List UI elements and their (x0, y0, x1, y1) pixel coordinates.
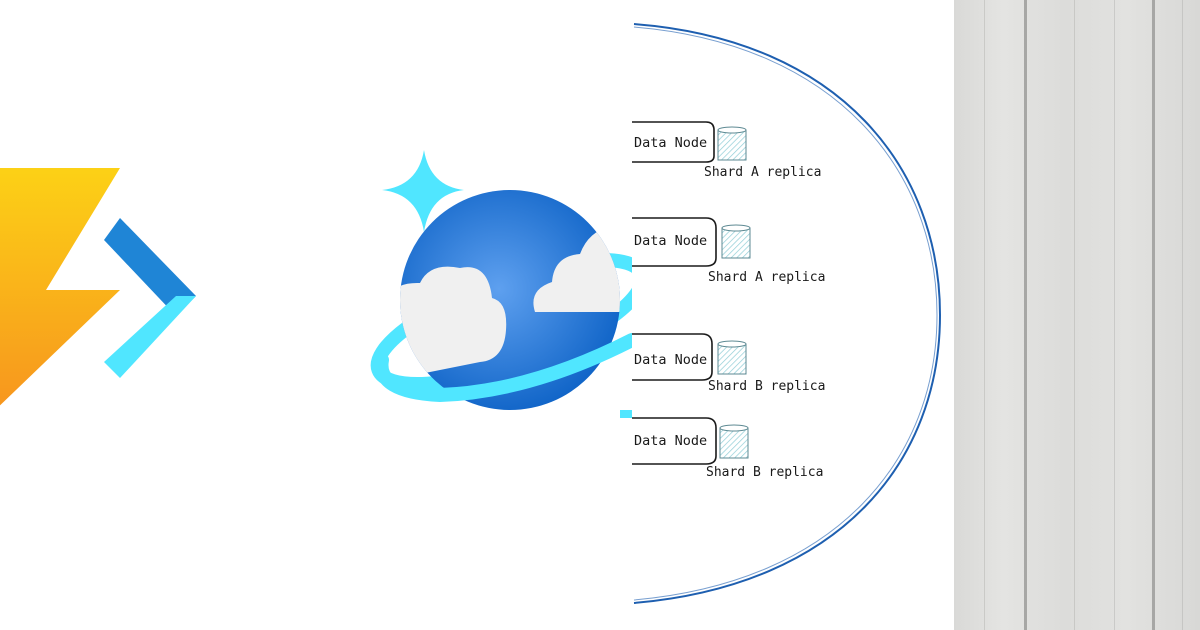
plank-grain (1182, 0, 1183, 630)
cloud-left (400, 266, 507, 380)
cloud-right (533, 225, 620, 312)
database-icon (719, 424, 749, 459)
azure-functions-icon (0, 168, 196, 406)
sparkle-icon (382, 150, 464, 232)
replica-label: Shard B replica (708, 379, 825, 394)
chevron-lower (104, 296, 196, 378)
plank-grain (984, 0, 985, 630)
diagram-canvas: Data Node Shard A replica Data Node Shar… (632, 23, 942, 604)
database-icon (717, 126, 747, 161)
azure-cosmos-db-logo-panel (330, 0, 632, 630)
data-node-2: Data Node Shard A replica (632, 217, 825, 285)
node-label: Data Node (634, 135, 707, 151)
chevron-upper (104, 218, 196, 316)
replica-label: Shard A replica (704, 165, 821, 180)
azure-functions-logo-panel (0, 0, 330, 630)
shard-replica-diagram: Data Node Shard A replica Data Node Shar… (632, 0, 954, 630)
plank-seam (1152, 0, 1155, 630)
plank-grain (1114, 0, 1115, 630)
data-node-1: Data Node Shard A replica (632, 121, 821, 180)
wood-plank-background (954, 0, 1200, 630)
azure-cosmos-db-icon (370, 150, 632, 418)
cluster-boundary-arc (633, 23, 942, 604)
bolt-shape (0, 168, 120, 406)
ring-front (374, 333, 632, 403)
plank-seam (1024, 0, 1027, 630)
node-label: Data Node (634, 233, 707, 249)
database-icon (717, 340, 747, 375)
database-icon (721, 224, 751, 259)
replica-label: Shard A replica (708, 270, 825, 285)
replica-label: Shard B replica (706, 465, 823, 480)
data-node-4: Data Node Shard B replica (632, 417, 823, 480)
node-label: Data Node (634, 352, 707, 368)
node-label: Data Node (634, 433, 707, 449)
plank-grain (1074, 0, 1075, 630)
data-node-3: Data Node Shard B replica (632, 333, 825, 394)
